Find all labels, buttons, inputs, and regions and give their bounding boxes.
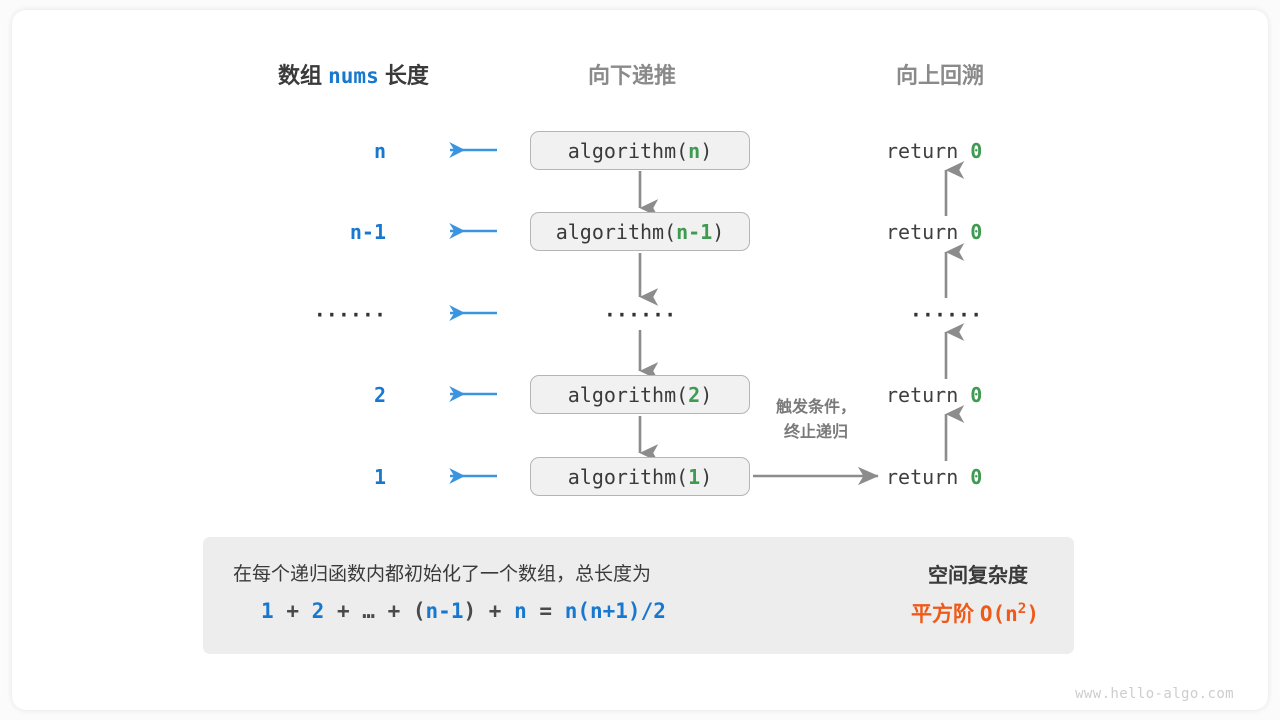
call-text-row-1: algorithm(n)	[567, 138, 713, 163]
base-case-annotation-line-1: 触发条件，	[775, 399, 856, 416]
length-value-row-4: 2	[373, 383, 386, 407]
summary-formula: 1 + 2 + … + (n-1) + n = n(n+1)/2	[261, 599, 666, 623]
formula-term-2: 2	[311, 599, 325, 623]
formula-op-3: +	[387, 599, 401, 623]
formula-op-1: +	[286, 599, 299, 623]
formula-result: n(n+1)/2	[564, 599, 666, 623]
formula-term-n: n	[514, 599, 527, 623]
length-value-row-3-ellipsis: ······	[313, 303, 386, 327]
summary-description: 在每个递归函数内都初始化了一个数组，总长度为	[233, 564, 652, 585]
watermark: www.hello-algo.com	[1075, 686, 1234, 702]
call-ellipsis-row-3: ······	[603, 303, 677, 327]
header-upward-backtrack: 向上回溯	[896, 63, 985, 88]
call-text-row-5: algorithm(1)	[567, 464, 713, 489]
call-box-row-5: algorithm(1)	[530, 457, 750, 496]
length-value-row-5: 1	[373, 465, 386, 489]
complexity-notation: O(n2)	[979, 601, 1040, 626]
call-box-row-2: algorithm(n-1)	[530, 212, 750, 251]
return-row-2: return 0	[886, 220, 983, 244]
space-complexity-value: 平方阶 O(n2)	[875, 598, 1075, 628]
return-row-1: return 0	[886, 139, 983, 163]
base-case-annotation-line-2: 终止递归	[783, 423, 848, 441]
summary-panel: 在每个递归函数内都初始化了一个数组，总长度为 1 + 2 + … + (n-1)…	[203, 537, 1074, 654]
formula-term-1: 1	[261, 599, 274, 623]
header-downward-recursion: 向下递推	[588, 63, 677, 88]
length-value-row-2: n-1	[349, 220, 386, 244]
complexity-order-label: 平方阶	[910, 603, 974, 626]
formula-equals: =	[539, 599, 553, 623]
space-complexity-title: 空间复杂度	[928, 565, 1028, 587]
formula-paren-close: )	[463, 599, 477, 623]
call-box-row-4: algorithm(2)	[530, 375, 750, 414]
header-array-length: 数组 nums 长度	[278, 58, 429, 90]
return-ellipsis-row-3: ······	[909, 303, 983, 327]
return-row-5: return 0	[886, 465, 983, 489]
formula-ellipsis: …	[362, 599, 375, 623]
header-array-code: nums	[328, 64, 379, 88]
header-array-suffix: 长度	[384, 63, 429, 88]
call-text-row-4: algorithm(2)	[567, 382, 713, 407]
return-row-4: return 0	[886, 383, 983, 407]
base-case-annotation: 触发条件， 终止递归	[756, 396, 876, 446]
formula-paren-open: (	[412, 599, 426, 623]
call-box-row-1: algorithm(n)	[530, 131, 750, 170]
call-text-row-2: algorithm(n-1)	[555, 219, 725, 244]
formula-op-4: +	[488, 599, 502, 623]
header-array-prefix: 数组	[278, 63, 323, 88]
formula-op-2: +	[336, 599, 350, 623]
formula-term-n-minus-1: n-1	[425, 599, 464, 623]
length-value-row-1: n	[373, 139, 386, 163]
